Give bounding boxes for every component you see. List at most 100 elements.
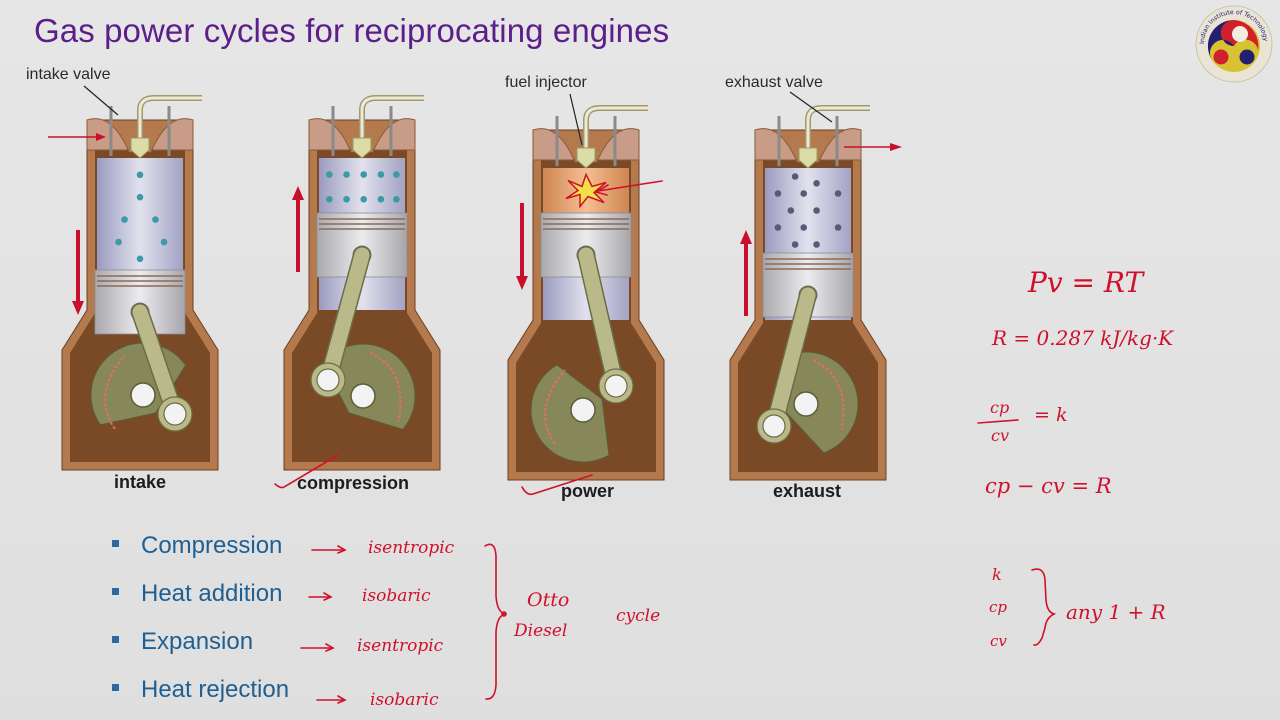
gas-particle — [774, 224, 782, 231]
cp-numerator-note: cp — [990, 398, 1010, 417]
arrow-head — [292, 186, 304, 200]
fuel-line-inner — [360, 96, 424, 152]
gas-particle — [393, 195, 400, 203]
fuel-injector-callout: fuel injector — [505, 74, 587, 91]
engine-intake — [61, 95, 219, 471]
tick-power — [521, 474, 593, 496]
fuel-line-inner — [138, 96, 202, 152]
bullet-marker — [112, 636, 119, 644]
bullet-marker — [112, 540, 119, 548]
rotation-arrow-icon — [812, 359, 845, 430]
gas-particle — [136, 193, 144, 201]
gas-particle — [121, 216, 128, 223]
property-brace — [1031, 568, 1057, 646]
arrow-heat-rejection — [316, 695, 347, 704]
process-step-label: Heat rejection — [141, 676, 290, 703]
fuel-injector — [798, 147, 818, 169]
process-step-label: Compression — [141, 532, 283, 559]
gas-particle — [834, 190, 842, 197]
list-k-note: k — [992, 565, 1002, 584]
list-cp-note: cp — [989, 598, 1008, 616]
engine-exhaust — [729, 105, 887, 481]
arrow-head — [740, 230, 752, 244]
fuel-line-inner — [806, 106, 870, 162]
gas-particle — [800, 224, 807, 231]
gas-particle — [800, 190, 807, 197]
crankshaft-journal — [793, 391, 819, 417]
tick-compression — [274, 454, 339, 489]
crank-pin — [163, 402, 187, 426]
process-item: Heat rejection — [112, 676, 289, 704]
connecting-rod — [320, 247, 370, 388]
process-step-label: Heat addition — [141, 580, 283, 607]
gas-particle — [393, 171, 400, 178]
stroke-label-exhaust: exhaust — [773, 481, 842, 501]
crankshaft-journal — [350, 383, 376, 409]
stroke-label-intake: intake — [114, 472, 167, 492]
cylinder-head — [532, 128, 640, 163]
cycle-brace — [484, 543, 506, 700]
cp-minus-cv-note: cp − cv = R — [985, 474, 1112, 498]
crankshaft-journal — [130, 382, 156, 408]
ideal-gas-law-note: Pv = RT — [1028, 266, 1144, 299]
gas-particle — [377, 171, 385, 178]
gas-particle — [343, 171, 350, 178]
gas-particle — [136, 255, 144, 263]
arrow-head — [72, 301, 84, 315]
cycle-note: cycle — [616, 606, 661, 626]
intake-flow-arrowhead — [96, 133, 106, 141]
gas-particle — [326, 195, 333, 203]
rotation-arrow-icon — [104, 354, 126, 430]
gas-particle — [343, 195, 350, 203]
gas-particle — [360, 195, 368, 203]
cv-denominator-note: cv — [991, 426, 1009, 445]
gas-particle — [360, 171, 368, 178]
connecting-rod — [766, 287, 816, 434]
iit-guwahati-logo: Indian Institute of Technology Guwahati — [1194, 4, 1273, 83]
gas-particle — [813, 180, 820, 187]
ratio-result-note: = k — [1034, 404, 1068, 426]
engine-power — [507, 105, 665, 481]
cylinder-head — [86, 118, 194, 153]
slide-title: Gas power cycles for reciprocating engin… — [34, 12, 670, 49]
gas-particle — [791, 241, 799, 248]
crank-pin — [604, 374, 628, 398]
exhaust-valve-callout: exhaust valve — [725, 74, 823, 91]
gas-particle — [136, 171, 144, 179]
rotation-arrow-icon — [544, 369, 566, 445]
gas-particle — [791, 173, 799, 180]
cylinder-head — [754, 128, 862, 163]
stroke-label-compression: compression — [297, 473, 410, 493]
engine-compression — [283, 95, 441, 471]
any-one-plus-r-note: any 1 + R — [1066, 600, 1166, 624]
connecting-rod — [578, 247, 624, 394]
annotation-compression: isentropic — [368, 538, 455, 558]
fraction-bar — [977, 419, 1019, 424]
process-item: Heat addition — [112, 580, 282, 608]
arrow-expansion — [300, 643, 335, 652]
crank-pin — [762, 414, 786, 438]
diesel-note: Diesel — [514, 621, 568, 641]
annotation-heat-addition: isobaric — [362, 586, 431, 606]
fuel-injector — [576, 147, 596, 169]
crank-pin — [316, 368, 340, 392]
list-cv-note: cv — [990, 632, 1007, 650]
arrow-compression — [311, 545, 347, 554]
gas-particle — [774, 190, 782, 197]
exhaust-valve-leader — [789, 91, 833, 123]
ignition-spark-icon — [565, 172, 607, 209]
gas-constant-note: R = 0.287 kJ/kg·K — [992, 326, 1174, 350]
gas-particle — [813, 241, 820, 248]
stroke-label-power: power — [561, 481, 615, 501]
process-step-label: Expansion — [141, 628, 254, 655]
intake-valve-callout: intake valve — [26, 66, 111, 83]
bullet-marker — [112, 588, 119, 596]
fuel-injector-leader — [569, 93, 583, 146]
connecting-rod — [132, 304, 183, 422]
process-item: Expansion — [112, 628, 253, 656]
arrow-head — [516, 276, 528, 290]
gas-particle — [787, 207, 795, 214]
